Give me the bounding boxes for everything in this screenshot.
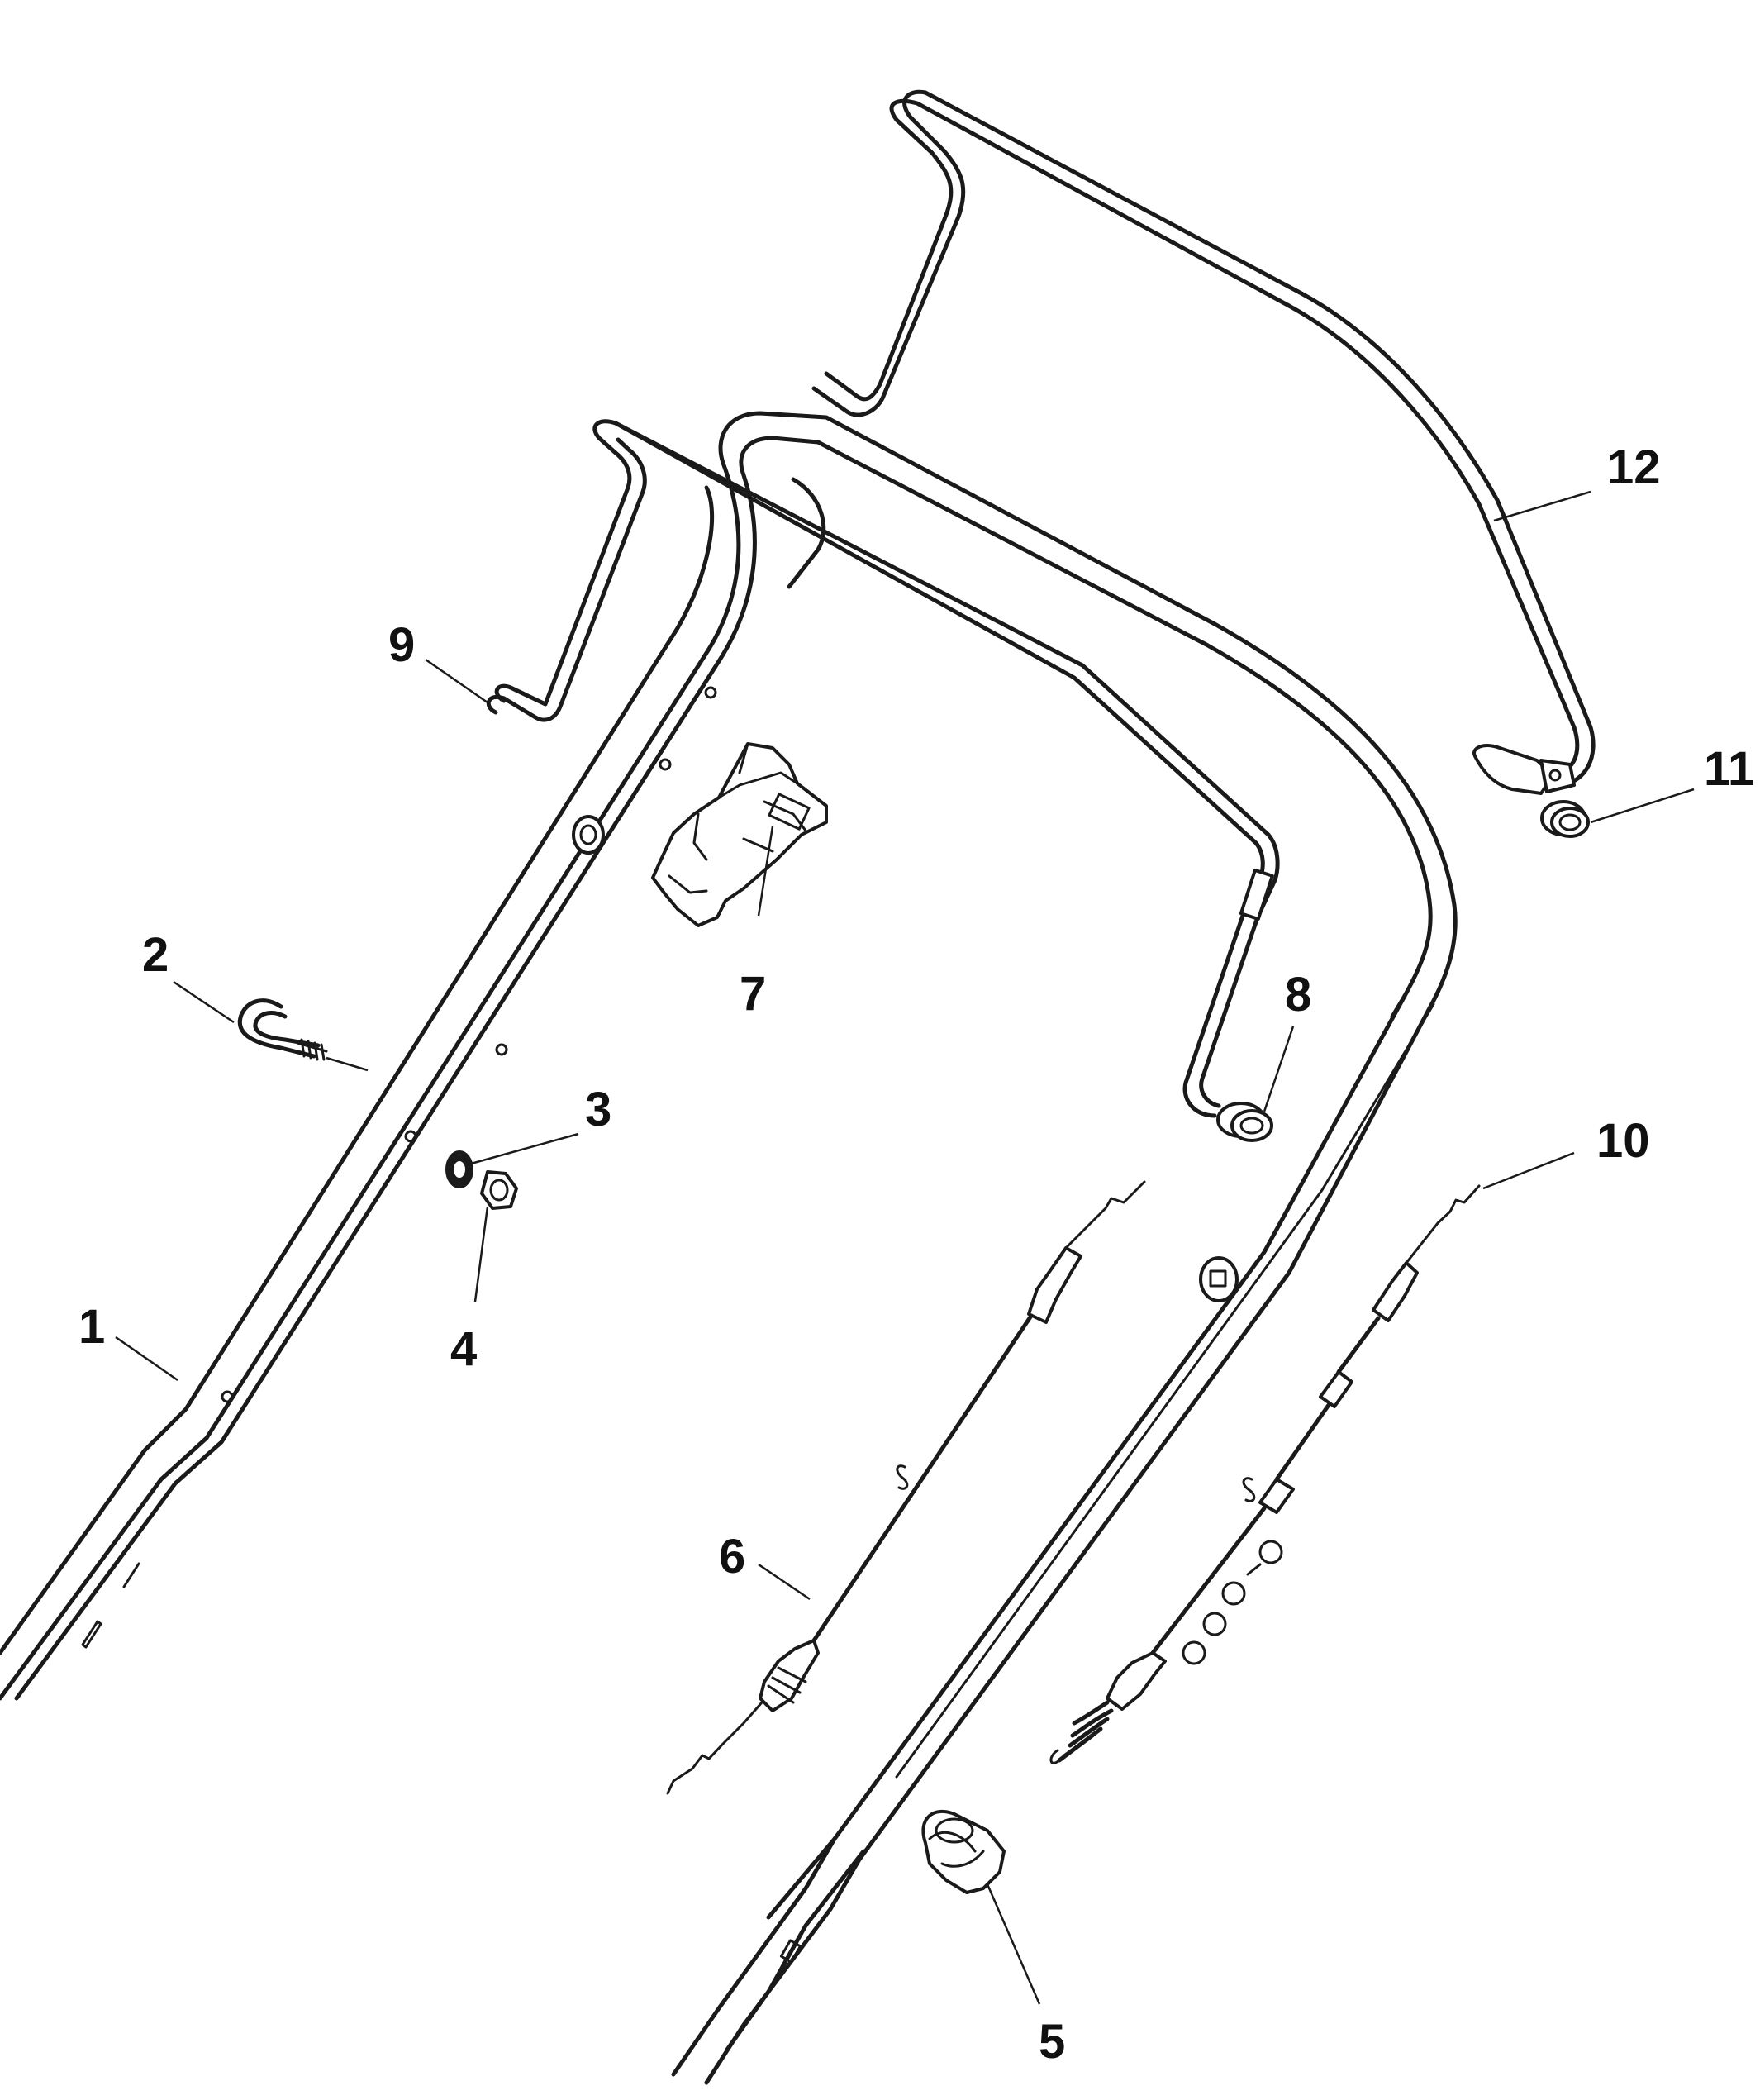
- callout-9: 9: [388, 618, 415, 672]
- hook-bolt-2: [237, 998, 328, 1061]
- cable-6: [666, 1180, 1146, 1795]
- leader-lines: [115, 490, 1695, 2005]
- cable-clip-5: [921, 1809, 1006, 1894]
- callout-6: 6: [719, 1530, 745, 1583]
- bush-11: [1540, 800, 1590, 838]
- main-handle-frame: [0, 411, 1458, 2085]
- callout-2: 2: [142, 928, 169, 982]
- callout-10: 10: [1596, 1114, 1650, 1168]
- bush-8: [1216, 1102, 1273, 1142]
- callout-1: 1: [78, 1300, 105, 1354]
- callout-4: 4: [450, 1322, 477, 1376]
- washer-3: [445, 1150, 473, 1188]
- nut-4: [480, 1170, 518, 1210]
- callout-7: 7: [740, 967, 766, 1021]
- callout-5: 5: [1039, 2015, 1065, 2069]
- middle-bail-bar: [486, 419, 1280, 1118]
- callout-11: 11: [1704, 742, 1754, 796]
- cable-10: [1049, 1184, 1481, 1764]
- upper-handle-bar: [811, 89, 1596, 795]
- callout-labels: 1 2 3 4 5 6 7 8 9 10 11 12: [78, 440, 1754, 2069]
- callout-8: 8: [1285, 968, 1311, 1021]
- control-box-7: [651, 742, 828, 927]
- callout-12: 12: [1607, 440, 1661, 494]
- callout-3: 3: [585, 1083, 611, 1136]
